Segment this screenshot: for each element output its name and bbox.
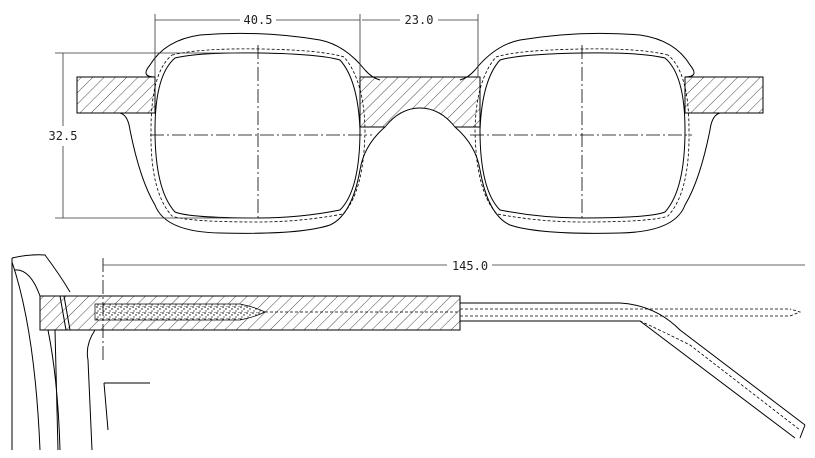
right-hinge-section xyxy=(684,76,764,114)
right-frame-outline xyxy=(454,32,721,234)
temple-length-label: 145.0 xyxy=(452,259,488,273)
side-view: 145.0 xyxy=(11,254,806,451)
front-frame-profile xyxy=(11,254,71,451)
dimension-lens-height xyxy=(55,52,258,219)
temple-wire-extension xyxy=(460,308,802,317)
lens-width-label: 40.5 xyxy=(244,13,273,27)
hinge-joint-line xyxy=(59,295,67,331)
dimension-lens-width xyxy=(154,14,361,77)
left-lens xyxy=(154,52,361,219)
left-hinge-section xyxy=(76,76,156,114)
metal-core-wire xyxy=(94,303,266,321)
bridge-width-label: 23.0 xyxy=(405,13,434,27)
right-lens xyxy=(479,52,686,219)
lens-height-label: 32.5 xyxy=(49,129,78,143)
left-lens-groove xyxy=(150,48,366,223)
temple-bend-hidden-line xyxy=(639,320,801,431)
lens-edge-line xyxy=(103,382,150,431)
hinge-joint-line-2 xyxy=(63,295,71,331)
temple-wire xyxy=(460,302,806,439)
left-frame-outline xyxy=(119,32,386,234)
frame-edge-lines xyxy=(47,329,96,451)
front-view: 40.5 23.0 32.5 xyxy=(49,13,764,234)
dimension-bridge-width xyxy=(362,14,479,77)
bridge-section xyxy=(359,76,481,128)
